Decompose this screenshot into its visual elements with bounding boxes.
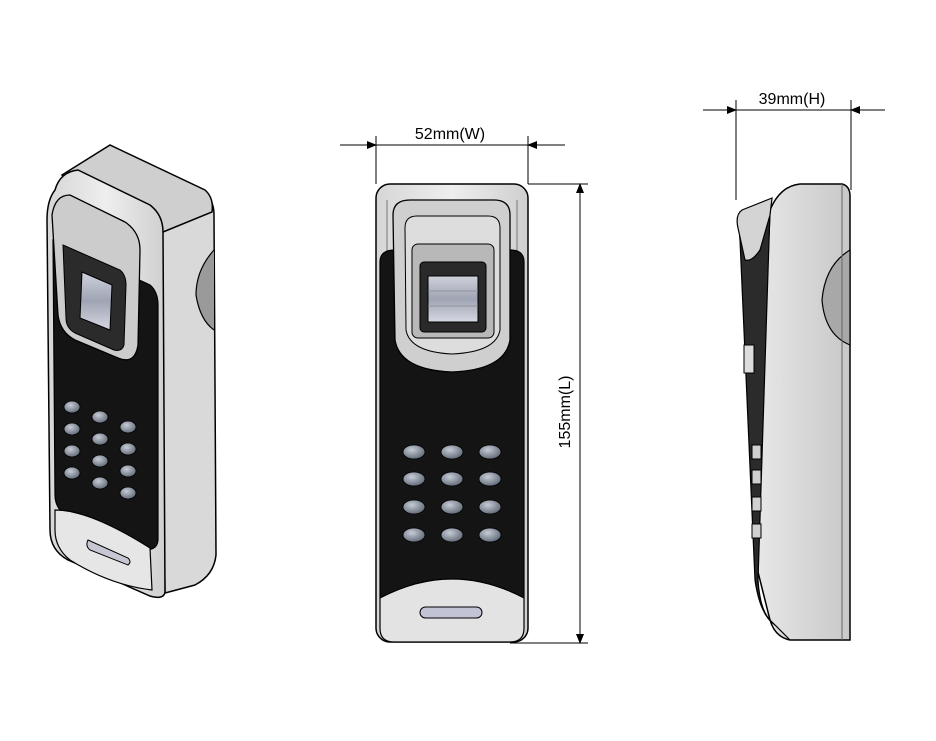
dimension-width: 52mm(W): [340, 126, 565, 184]
iso-key-3: [119, 420, 137, 434]
front-key-3: [478, 444, 502, 460]
iso-key-4: [63, 422, 81, 436]
iso-side-face: [159, 194, 217, 594]
front-key-11: [440, 527, 464, 543]
width-dimension-label: 52mm(W): [415, 126, 485, 143]
front-key-4: [402, 471, 426, 487]
front-fingerprint-sensor: [427, 275, 479, 323]
front-key-6: [478, 471, 502, 487]
height-dimension-label: 39mm(H): [759, 91, 826, 108]
front-key-12: [478, 527, 502, 543]
length-dimension-label: 155mm(L): [557, 376, 574, 449]
iso-key-10: [63, 466, 81, 480]
front-key-9: [478, 499, 502, 515]
iso-keypad: [63, 400, 137, 500]
front-bottom-slot: [419, 606, 483, 619]
side-key-bump-2: [751, 469, 762, 485]
dimension-length: 155mm(L): [510, 183, 588, 644]
side-key-bump-3: [751, 496, 762, 512]
iso-fingerprint-sensor: [79, 271, 113, 331]
iso-top-cap: [60, 144, 214, 233]
side-key-bump-1: [751, 444, 762, 460]
front-key-5: [440, 471, 464, 487]
side-view: [736, 183, 851, 641]
iso-bottom-slot: [86, 539, 131, 566]
iso-key-5: [91, 432, 109, 446]
iso-key-11: [91, 476, 109, 490]
iso-key-8: [91, 454, 109, 468]
front-view: [375, 183, 529, 643]
front-key-7: [402, 499, 426, 515]
side-body: [754, 183, 851, 641]
side-notch: [821, 248, 851, 346]
side-clip: [743, 344, 755, 374]
iso-key-6: [119, 442, 137, 456]
front-key-8: [440, 499, 464, 515]
iso-side-notch: [195, 249, 215, 331]
iso-key-12: [119, 486, 137, 500]
front-key-1: [402, 444, 426, 460]
front-key-2: [440, 444, 464, 460]
side-sensor-guard: [736, 197, 773, 261]
dimension-height: 39mm(H): [703, 91, 885, 200]
isometric-view: [46, 144, 217, 599]
iso-key-2: [91, 410, 109, 424]
iso-key-1: [63, 400, 81, 414]
iso-key-7: [63, 444, 81, 458]
front-keypad: [402, 444, 502, 543]
front-key-10: [402, 527, 426, 543]
side-key-bump-4: [751, 523, 762, 539]
iso-key-9: [119, 464, 137, 478]
